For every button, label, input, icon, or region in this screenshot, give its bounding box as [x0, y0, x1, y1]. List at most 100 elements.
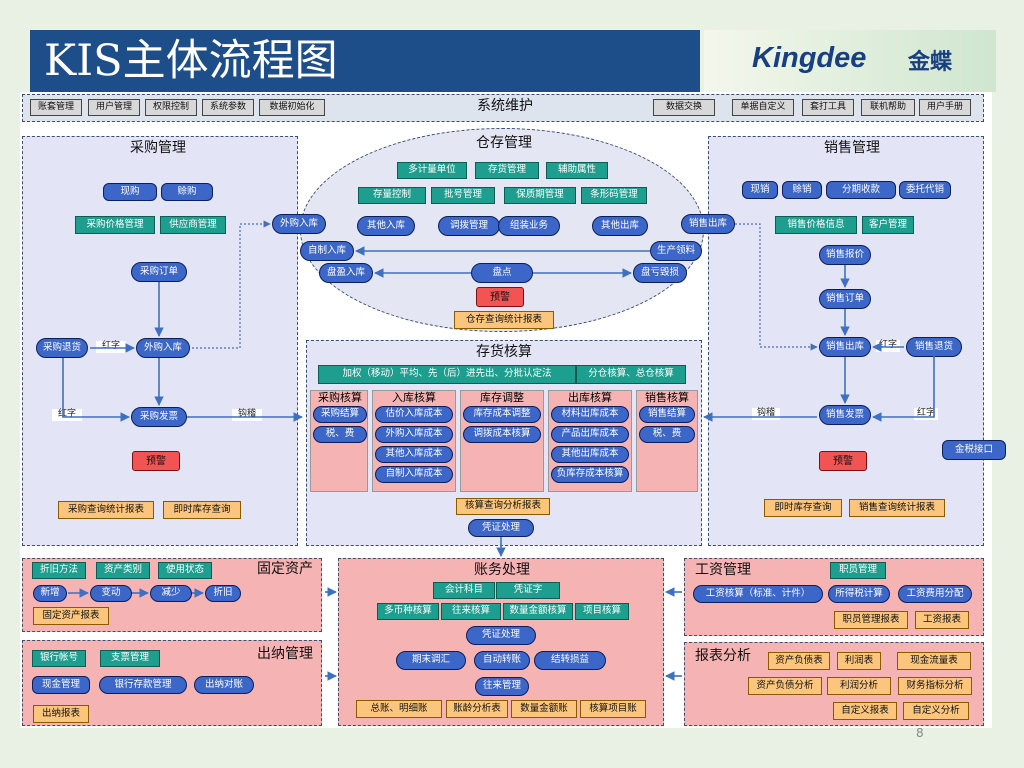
payroll-calc[interactable]: 工资核算（标准、计件）: [693, 585, 823, 603]
system-item-3[interactable]: 权限控制: [145, 99, 197, 116]
income-statement[interactable]: 利润表: [837, 652, 881, 670]
stocktake[interactable]: 盘点: [471, 263, 533, 283]
cashier-report[interactable]: 出纳报表: [33, 705, 89, 723]
cash-mgmt[interactable]: 现金管理: [32, 676, 90, 694]
inventory-col3-item-2[interactable]: 调拨成本核算: [463, 426, 541, 443]
inventory-voucher[interactable]: 凭证处理: [468, 519, 534, 537]
inventory-col4-item-4[interactable]: 负库存成本核算: [551, 466, 629, 483]
acc-voucher[interactable]: 凭证处理: [466, 626, 536, 645]
system-item-5[interactable]: 数据初始化: [259, 99, 325, 116]
inventory-col4-item-2[interactable]: 产品出库成本: [551, 426, 629, 443]
purchase-return[interactable]: 采购退货: [36, 338, 88, 358]
custom-analysis[interactable]: 自定义分析: [903, 702, 969, 720]
project-accounting[interactable]: 项目核算: [575, 603, 629, 620]
purchase-cash[interactable]: 现购: [103, 183, 157, 201]
check-mgmt[interactable]: 支票管理: [100, 650, 160, 667]
other-outbound[interactable]: 其他出库: [592, 216, 648, 236]
multi-uom[interactable]: 多计量单位: [397, 162, 467, 179]
asset-category[interactable]: 资产类别: [96, 562, 150, 579]
consignment[interactable]: 委托代销: [899, 181, 951, 199]
assembly[interactable]: 组装业务: [498, 216, 560, 236]
inventory-col1-item-1[interactable]: 采购结算: [313, 406, 367, 423]
inventory-report[interactable]: 核算查询分析报表: [456, 498, 550, 515]
system-item-r5[interactable]: 用户手册: [919, 99, 971, 116]
sales-instant-stock[interactable]: 即时库存查询: [764, 499, 842, 517]
inventory-col2-item-3[interactable]: 其他入库成本: [375, 446, 453, 463]
wh-sales-outbound[interactable]: 销售出库: [681, 214, 735, 234]
staff-report[interactable]: 职员管理报表: [834, 611, 908, 629]
fa-add[interactable]: 新增: [33, 585, 67, 602]
fa-reduce[interactable]: 减少: [150, 585, 192, 602]
profit-analysis[interactable]: 利润分析: [827, 677, 891, 695]
usage-status[interactable]: 使用状态: [158, 562, 212, 579]
payroll-report[interactable]: 工资报表: [915, 611, 969, 629]
sales-cash[interactable]: 现销: [742, 181, 778, 199]
qty-amount-accounting[interactable]: 数量金额核算: [503, 603, 573, 620]
costing-scope[interactable]: 分仓核算、总仓核算: [576, 365, 686, 384]
bank-deposit-mgmt[interactable]: 银行存款管理: [99, 676, 187, 694]
shelf-life-mgmt[interactable]: 保质期管理: [504, 187, 576, 204]
sales-order[interactable]: 销售订单: [819, 289, 871, 309]
sales-report[interactable]: 销售查询统计报表: [849, 499, 945, 517]
qty-amount-ledger[interactable]: 数量金额账: [511, 700, 577, 718]
depreciation-method[interactable]: 折旧方法: [32, 562, 86, 579]
warehouse-alert[interactable]: 预警: [476, 287, 524, 307]
batch-mgmt[interactable]: 批号管理: [431, 187, 495, 204]
sales-invoice[interactable]: 销售发票: [819, 405, 871, 425]
inventory-col4-item-3[interactable]: 其他出库成本: [551, 446, 629, 463]
fa-change[interactable]: 变动: [90, 585, 132, 602]
aux-attr[interactable]: 辅助属性: [546, 162, 608, 179]
wh-purchase-inbound[interactable]: 外购入库: [272, 214, 326, 234]
sales-quote[interactable]: 销售报价: [819, 245, 871, 265]
inventory-col2-item-1[interactable]: 估价入库成本: [375, 406, 453, 423]
system-item-r4[interactable]: 联机帮助: [861, 99, 915, 116]
project-ledger[interactable]: 核算项目账: [580, 700, 646, 718]
purchase-price-mgmt[interactable]: 采购价格管理: [75, 216, 155, 234]
production-issue[interactable]: 生产领料: [650, 241, 702, 261]
system-item-r3[interactable]: 套打工具: [802, 99, 854, 116]
aging-analysis[interactable]: 账龄分析表: [446, 700, 508, 718]
inventory-col3-item-1[interactable]: 库存成本调整: [463, 406, 541, 423]
sales-outbound[interactable]: 销售出库: [819, 337, 871, 357]
cashier-reconcile[interactable]: 出纳对账: [194, 676, 254, 694]
purchase-inbound[interactable]: 外购入库: [136, 338, 190, 358]
costing-method[interactable]: 加权（移动）平均、先（后）进先出、分批认定法: [318, 365, 576, 384]
stock-mgmt[interactable]: 存货管理: [475, 162, 539, 179]
purchase-order[interactable]: 采购订单: [131, 262, 187, 282]
fa-depreciation[interactable]: 折旧: [205, 585, 241, 602]
inventory-col2-item-4[interactable]: 自制入库成本: [375, 466, 453, 483]
inventory-col5-item-1[interactable]: 销售结算: [639, 406, 695, 423]
sales-credit[interactable]: 赊销: [782, 181, 822, 199]
inventory-loss[interactable]: 盘亏毁损: [633, 263, 687, 283]
multi-currency[interactable]: 多币种核算: [377, 603, 439, 620]
purchase-report[interactable]: 采购查询统计报表: [58, 501, 154, 519]
general-ledger[interactable]: 总账、明细账: [356, 700, 442, 718]
system-item-2[interactable]: 用户管理: [88, 99, 140, 116]
barcode-mgmt[interactable]: 条形码管理: [581, 187, 647, 204]
balance-sheet[interactable]: 资产负债表: [768, 652, 830, 670]
purchase-instant-stock[interactable]: 即时库存查询: [163, 501, 241, 519]
warehouse-report[interactable]: 仓存查询统计报表: [454, 311, 554, 329]
inventory-col5-item-2[interactable]: 税、费: [639, 426, 695, 443]
inventory-col2-item-2[interactable]: 外购入库成本: [375, 426, 453, 443]
period-end-fx[interactable]: 期末调汇: [396, 651, 466, 670]
inventory-col4-item-1[interactable]: 材料出库成本: [551, 406, 629, 423]
system-item-r1[interactable]: 数据交换: [653, 99, 715, 116]
auto-transfer[interactable]: 自动转账: [474, 651, 530, 670]
purchase-alert[interactable]: 预警: [132, 451, 180, 471]
transfer-mgmt[interactable]: 调拨管理: [438, 216, 500, 236]
income-tax[interactable]: 所得税计算: [828, 585, 890, 603]
golden-tax-interface[interactable]: 金税接口: [942, 440, 1006, 460]
purchase-invoice[interactable]: 采购发票: [131, 407, 187, 427]
payroll-cost-alloc[interactable]: 工资费用分配: [898, 585, 972, 603]
sales-alert[interactable]: 预警: [819, 451, 867, 471]
installment[interactable]: 分期收款: [826, 181, 896, 199]
sales-return[interactable]: 销售退货: [906, 337, 962, 357]
ar-ap-mgmt[interactable]: 往来管理: [475, 677, 529, 696]
supplier-mgmt[interactable]: 供应商管理: [160, 216, 226, 234]
inventory-col1-item-2[interactable]: 税、费: [313, 426, 367, 443]
other-inbound[interactable]: 其他入库: [357, 216, 415, 236]
voucher-word[interactable]: 凭证字: [496, 582, 560, 599]
system-item-4[interactable]: 系统参数: [202, 99, 254, 116]
stock-control[interactable]: 存量控制: [358, 187, 426, 204]
